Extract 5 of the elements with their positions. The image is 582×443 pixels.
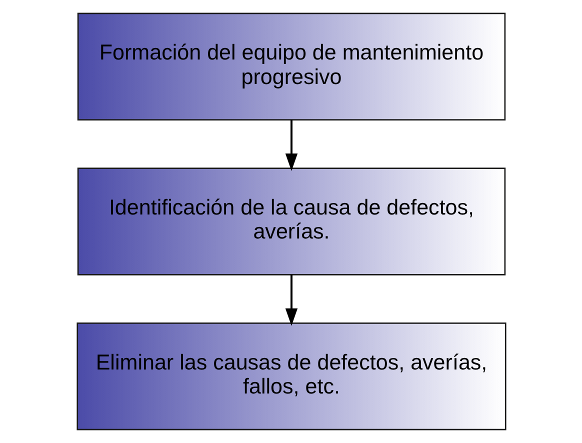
arrow bbox=[284, 274, 298, 326]
node-box: Eliminar las causas de defectos, averías, fallos, etc. bbox=[76, 322, 506, 430]
arrow bbox=[284, 120, 298, 171]
node-box: Identificación de la causa de defectos, averías. bbox=[76, 168, 506, 276]
node-box: Formación del equipo de mantenimiento progresivo bbox=[76, 12, 506, 120]
